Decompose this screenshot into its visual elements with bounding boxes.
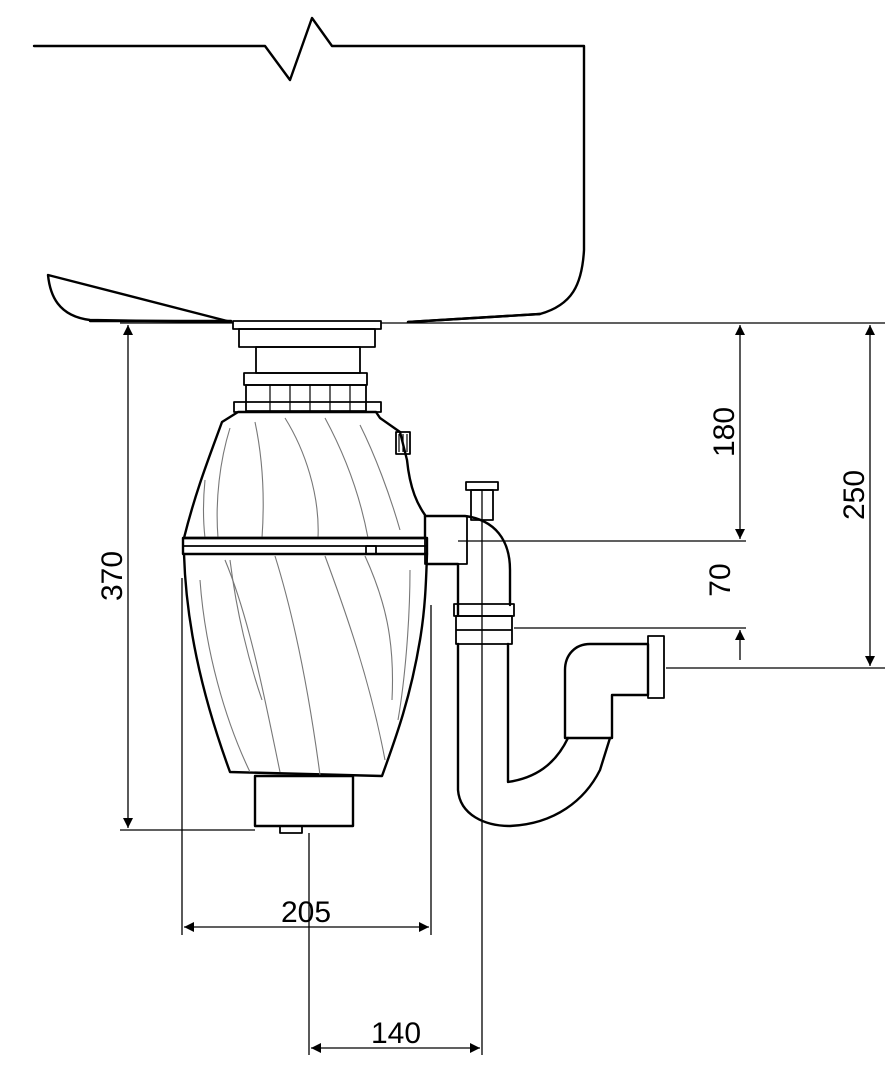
trap-pipe: [456, 635, 665, 828]
dim-250-label: 250: [838, 470, 871, 520]
disposer-lower-body: [182, 552, 429, 778]
sink-basin: [32, 16, 586, 324]
motor-housing: [253, 774, 355, 834]
dimension-180: 180: [708, 325, 745, 539]
dim-140-label: 140: [371, 1017, 421, 1050]
dim-370-label: 370: [96, 551, 129, 601]
dimension-140: 140: [311, 1017, 480, 1053]
dimension-70: 70: [704, 563, 745, 660]
disposer-upper-body: [182, 410, 427, 540]
clamp-band: [181, 536, 429, 556]
dimension-205: 205: [184, 896, 429, 932]
dimension-250: 250: [838, 325, 875, 666]
dimension-370: 370: [96, 325, 133, 828]
dim-70-label: 70: [704, 563, 737, 596]
sink-flange: [232, 320, 382, 413]
dim-180-label: 180: [708, 407, 741, 457]
extension-lines: [120, 322, 885, 1055]
dim-205-label: 205: [281, 896, 331, 929]
discharge-tube: [423, 514, 515, 645]
